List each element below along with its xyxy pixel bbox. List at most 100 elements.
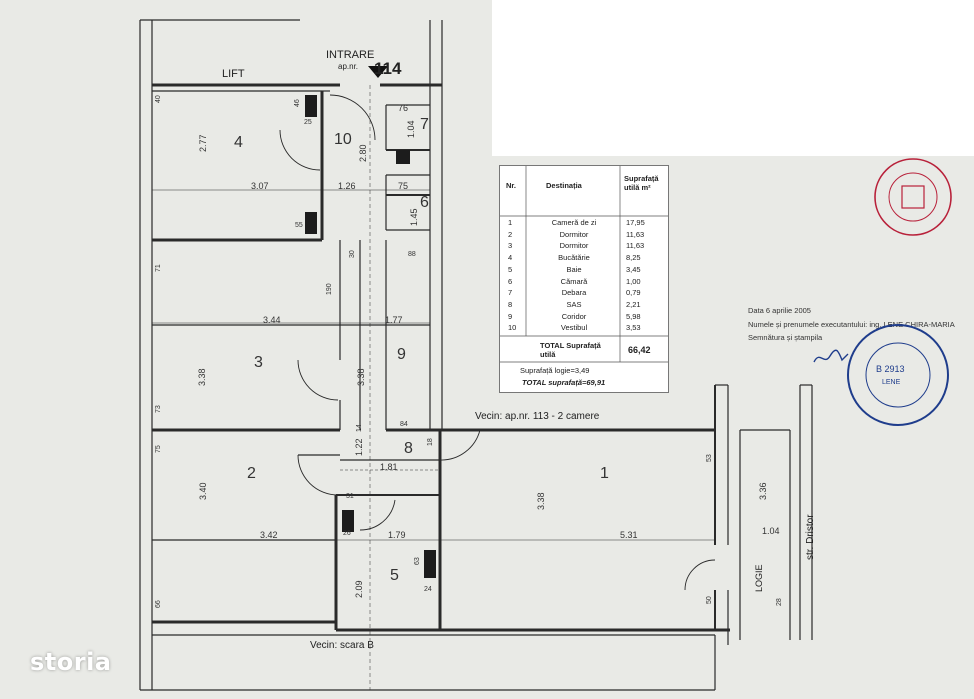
table-cell-surf: 11,63 <box>626 241 645 251</box>
dim-63: 63 <box>414 557 421 565</box>
dim-338-a: 3.38 <box>197 368 207 386</box>
table-header-nr: Nr. <box>506 181 517 190</box>
table-cell-dest: Bucătărie <box>558 253 590 263</box>
dim-126: 1.26 <box>338 181 356 191</box>
red-stamp <box>874 158 952 236</box>
table-logia-line: Suprafață logie=3,49 <box>520 366 590 375</box>
room-number-5: 5 <box>390 567 399 584</box>
table-cell-surf: 8,25 <box>626 253 641 263</box>
room-number-4: 4 <box>234 134 243 151</box>
table-cell-dest: SAS <box>566 299 582 309</box>
table-cell-nr: 9 <box>508 311 513 321</box>
dim-30: 30 <box>349 250 356 258</box>
dim-280: 2.80 <box>358 144 368 162</box>
table-cell-surf: 2,21 <box>626 299 641 309</box>
table-header-dest: Destinația <box>546 181 582 190</box>
storia-logo: storia <box>30 648 112 676</box>
table-cell-nr: 6 <box>508 276 513 286</box>
table-cell-nr: 8 <box>508 299 513 309</box>
dim-73: 73 <box>155 405 162 413</box>
dim-75-b: 75 <box>155 445 162 453</box>
table-cell-nr: 5 <box>508 264 513 274</box>
dim-76: 76 <box>398 103 409 113</box>
dim-24: 24 <box>424 586 432 593</box>
table-cell-dest: Coridor <box>561 311 587 321</box>
dim-84: 84 <box>400 421 408 428</box>
table-cell-dest: Vestibul <box>560 323 588 333</box>
dim-14: 14 <box>356 424 363 432</box>
table-total-value: 66,42 <box>628 345 651 355</box>
dim-40: 40 <box>155 95 162 103</box>
street-label: str. Dristor <box>805 514 816 560</box>
dim-145: 1.45 <box>409 208 419 226</box>
blank-region <box>492 0 974 156</box>
neighbor-right-label: Vecin: ap.nr. 113 - 2 camere <box>475 411 600 422</box>
svg-text:LENE: LENE <box>882 379 901 386</box>
dim-181: 1.81 <box>380 462 398 472</box>
dim-25: 25 <box>304 119 312 126</box>
cert-signature-line: Semnătura și ștampila <box>748 333 823 342</box>
table-cell-dest: Cameră de zi <box>551 218 597 227</box>
neighbor-bottom-label: Vecin: scara B <box>310 640 374 651</box>
table-cell-dest: Debara <box>561 288 587 298</box>
dim-26: 26 <box>343 530 351 537</box>
room-number-9: 9 <box>397 346 406 363</box>
lift-label: LIFT <box>222 68 245 80</box>
logia-label: LOGIE <box>754 564 764 592</box>
dim-75: 75 <box>398 181 409 191</box>
dim-18: 18 <box>427 438 434 446</box>
room-number-3: 3 <box>254 354 263 371</box>
room-number-1: 1 <box>600 465 609 482</box>
entrance-label: INTRARE <box>326 49 375 61</box>
dim-88: 88 <box>408 251 416 258</box>
dim-342: 3.42 <box>260 530 278 540</box>
table-cell-surf: 1,00 <box>626 276 641 286</box>
table-cell-dest: Cămară <box>560 276 588 286</box>
table-cell-nr: 3 <box>508 241 513 251</box>
table-grand-total: TOTAL suprafață=69,91 <box>522 378 606 387</box>
dim-31: 31 <box>346 493 354 500</box>
room-number-2: 2 <box>247 465 256 482</box>
dim-53: 53 <box>706 454 713 462</box>
dim-190: 190 <box>326 283 333 295</box>
table-cell-nr: 10 <box>508 323 517 333</box>
dim-28: 28 <box>776 598 783 606</box>
svg-text:B 2913: B 2913 <box>876 364 905 374</box>
room-number-7: 7 <box>420 116 429 133</box>
table-cell-nr: 1 <box>508 218 513 227</box>
dim-50: 50 <box>706 596 713 604</box>
dim-55: 55 <box>295 222 303 229</box>
table-cell-dest: Dormitor <box>559 229 589 239</box>
room-number-10: 10 <box>334 131 352 148</box>
area-table-grid <box>500 166 668 363</box>
table-total-label: TOTAL Suprafață utilă <box>540 341 601 359</box>
authorization-stamp: B 2913 LENE <box>847 324 949 426</box>
dim-531: 5.31 <box>620 530 638 540</box>
table-cell-surf: 0,79 <box>626 288 641 298</box>
table-cell-surf: 3,53 <box>626 323 641 333</box>
dim-344: 3.44 <box>263 315 281 325</box>
signature <box>813 349 849 363</box>
dim-66: 66 <box>155 600 162 608</box>
cert-name: Numele și prenumele executantului: ing. … <box>748 320 955 329</box>
dim-336: 3.36 <box>758 482 768 500</box>
dim-104-b: 1.04 <box>762 526 780 536</box>
dim-307: 3.07 <box>251 181 269 191</box>
dim-104: 1.04 <box>406 120 416 138</box>
dim-277: 2.77 <box>198 134 208 152</box>
table-cell-surf: 3,45 <box>626 264 641 274</box>
dim-338-b: 3.38 <box>356 368 366 386</box>
dim-46: 46 <box>294 99 301 107</box>
table-cell-dest: Dormitor <box>559 241 589 251</box>
table-cell-surf: 11,63 <box>626 229 645 239</box>
apartment-number: 114 <box>374 59 402 78</box>
dim-338-c: 3.38 <box>536 492 546 510</box>
table-cell-dest: Baie <box>566 264 582 274</box>
table-cell-surf: 5,98 <box>626 311 641 321</box>
dim-71: 71 <box>155 264 162 272</box>
table-cell-nr: 7 <box>508 288 513 298</box>
dim-177: 1.77 <box>385 315 403 325</box>
table-cell-nr: 2 <box>508 229 513 239</box>
room-number-8: 8 <box>404 440 413 457</box>
